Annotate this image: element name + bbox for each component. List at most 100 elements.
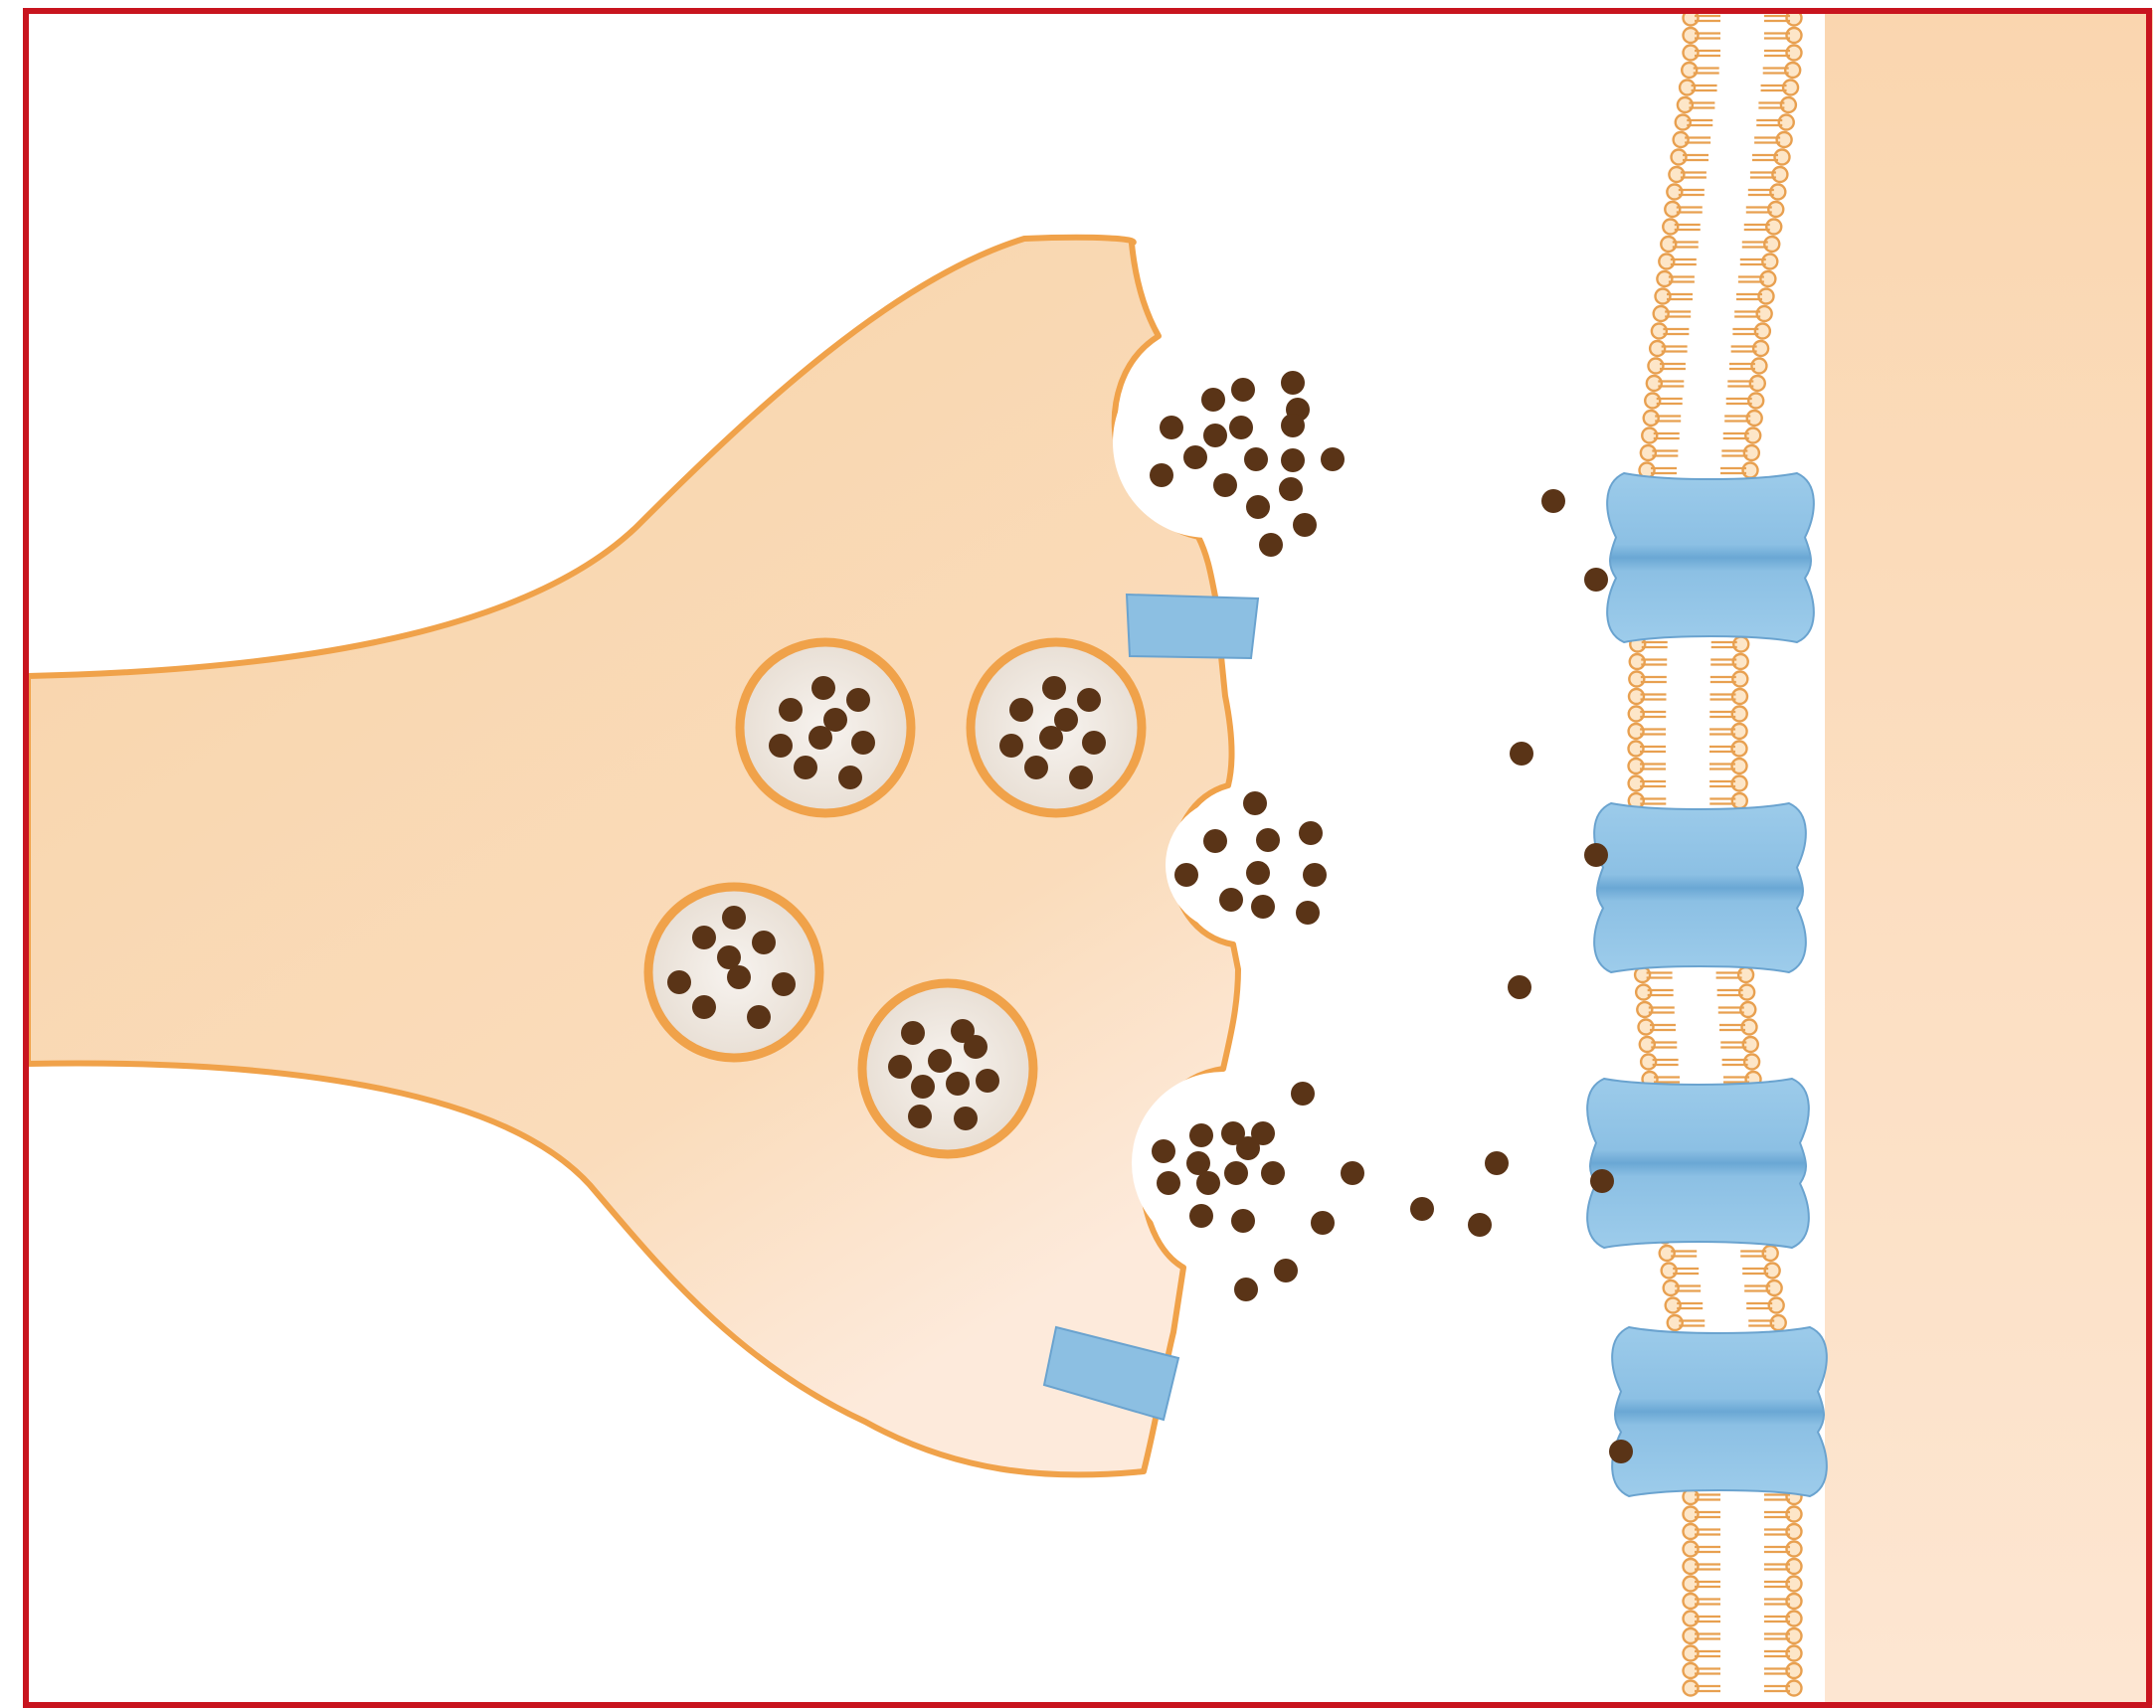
- neurotransmitter-molecule: [1584, 568, 1608, 592]
- neurotransmitter-molecule: [1189, 1204, 1213, 1228]
- neurotransmitter-molecule: [1039, 726, 1063, 750]
- frame-border: [23, 8, 2152, 1708]
- neurotransmitter-molecule: [769, 734, 793, 758]
- neurotransmitter-molecule: [1009, 698, 1033, 722]
- neurotransmitter-molecule: [752, 931, 776, 954]
- neurotransmitter-molecule: [1224, 1161, 1248, 1185]
- neurotransmitter-molecule: [1311, 1211, 1335, 1235]
- neurotransmitter-molecule: [1508, 975, 1531, 999]
- neurotransmitter-molecule: [908, 1105, 932, 1128]
- neurotransmitter-molecule: [1256, 828, 1280, 852]
- neurotransmitter-molecule: [1281, 371, 1305, 395]
- presynaptic-channel: [1042, 1325, 1180, 1422]
- neurotransmitter-molecule: [1077, 688, 1101, 712]
- neurotransmitter-molecule: [976, 1069, 999, 1093]
- neurotransmitter-molecule: [1299, 821, 1323, 845]
- neurotransmitter-molecule: [1183, 445, 1207, 469]
- neurotransmitter-molecule: [888, 1055, 912, 1079]
- neurotransmitter-molecule: [1024, 756, 1048, 779]
- neurotransmitter-molecule: [1236, 1136, 1260, 1160]
- neurotransmitter-molecule: [1160, 416, 1183, 439]
- neurotransmitter-molecule: [1251, 1121, 1275, 1145]
- neurotransmitter-molecule: [951, 1019, 975, 1043]
- neurotransmitter-molecule: [928, 1049, 952, 1073]
- synaptic-vesicle: [643, 882, 824, 1063]
- neurotransmitter-molecule: [1261, 1161, 1285, 1185]
- postsynaptic-receptor: [1586, 1077, 1810, 1250]
- neurotransmitter-molecule: [946, 1072, 970, 1096]
- neurotransmitter-molecule: [1186, 1151, 1210, 1175]
- neurotransmitter-molecule: [964, 1035, 988, 1059]
- neurotransmitter-molecule: [808, 726, 832, 750]
- neurotransmitter-molecule: [1279, 477, 1303, 501]
- neurotransmitter-molecule: [1296, 901, 1320, 925]
- neurotransmitter-molecule: [999, 734, 1023, 758]
- neurotransmitter-molecule: [727, 965, 751, 989]
- neurotransmitter-molecule: [1219, 888, 1243, 912]
- neurotransmitter-molecule: [1274, 1259, 1298, 1282]
- neurotransmitter-molecule: [954, 1107, 978, 1130]
- neurotransmitter-molecule: [1321, 447, 1345, 471]
- neurotransmitter-molecule: [1590, 1169, 1614, 1193]
- neurotransmitter-molecule: [1341, 1161, 1364, 1185]
- neurotransmitter-molecule: [1609, 1440, 1633, 1463]
- neurotransmitter-molecule: [1291, 1082, 1315, 1106]
- neurotransmitter-molecule: [1201, 388, 1225, 412]
- neurotransmitter-molecule: [1234, 1278, 1258, 1301]
- neurotransmitter-molecule: [692, 926, 716, 949]
- neurotransmitter-molecule: [823, 708, 847, 732]
- neurotransmitter-molecule: [846, 688, 870, 712]
- neurotransmitter-molecule: [851, 731, 875, 755]
- synaptic-vesicle: [966, 637, 1147, 818]
- neurotransmitter-molecule: [717, 945, 741, 969]
- neurotransmitter-molecule: [1174, 863, 1198, 887]
- synaptic-vesicle: [735, 637, 916, 818]
- neurotransmitter-molecule: [1510, 742, 1533, 766]
- neurotransmitter-molecule: [1152, 1139, 1175, 1163]
- neurotransmitter-molecule: [1303, 863, 1327, 887]
- neurotransmitter-molecule: [1082, 731, 1106, 755]
- neurotransmitter-molecule: [779, 698, 803, 722]
- neurotransmitter-molecule: [901, 1021, 925, 1045]
- postsynaptic-receptor: [1593, 801, 1807, 974]
- neurotransmitter-molecule: [1541, 489, 1565, 513]
- neurotransmitter-molecule: [1244, 447, 1268, 471]
- neurotransmitter-molecule: [1231, 1209, 1255, 1233]
- neurotransmitter-molecule: [1293, 513, 1317, 537]
- fusing-vesicle: [1132, 1072, 1315, 1255]
- postsynaptic-receptor: [1606, 471, 1815, 644]
- neurotransmitter-molecule: [1468, 1213, 1492, 1237]
- neurotransmitter-molecule: [1231, 378, 1255, 402]
- neurotransmitter-molecule: [722, 906, 746, 930]
- neurotransmitter-molecule: [1229, 416, 1253, 439]
- neurotransmitter-molecule: [1069, 766, 1093, 789]
- neurotransmitter-molecule: [1150, 463, 1173, 487]
- neurotransmitter-molecule: [1246, 495, 1270, 519]
- neurotransmitter-molecule: [1410, 1197, 1434, 1221]
- neurotransmitter-molecule: [1259, 533, 1283, 557]
- neurotransmitter-molecule: [1281, 414, 1305, 437]
- neurotransmitter-molecule: [1054, 708, 1078, 732]
- synaptic-vesicle: [857, 978, 1038, 1159]
- neurotransmitter-molecule: [1203, 829, 1227, 853]
- neurotransmitter-molecule: [1203, 424, 1227, 447]
- neurotransmitter-molecule: [794, 756, 817, 779]
- neurotransmitter-molecule: [1485, 1151, 1509, 1175]
- neurotransmitter-molecule: [838, 766, 862, 789]
- neurotransmitter-molecule: [1221, 1121, 1245, 1145]
- neurotransmitter-molecule: [692, 995, 716, 1019]
- postsynaptic-cytoplasm: [1825, 10, 2153, 1705]
- neurotransmitter-molecule: [1281, 448, 1305, 472]
- neurotransmitter-molecule: [1157, 1171, 1180, 1195]
- neurotransmitter-molecule: [1584, 843, 1608, 867]
- neurotransmitter-molecule: [1213, 473, 1237, 497]
- neurotransmitter-molecule: [1196, 1171, 1220, 1195]
- neurotransmitter-molecule: [667, 970, 691, 994]
- neurotransmitter-molecule: [747, 1005, 771, 1029]
- neurotransmitter-molecule: [772, 972, 796, 996]
- neurotransmitter-molecule: [911, 1075, 935, 1099]
- neurotransmitter-molecule: [1251, 895, 1275, 919]
- neurotransmitter-molecule: [1189, 1123, 1213, 1147]
- presynaptic-channel: [1125, 593, 1260, 660]
